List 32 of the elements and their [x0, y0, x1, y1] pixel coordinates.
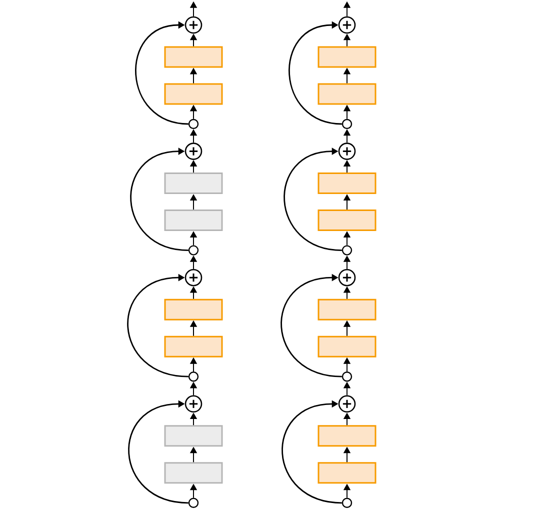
layer-box [164, 46, 223, 68]
layer-box [164, 462, 223, 484]
layer-box [318, 425, 376, 447]
curved-arrow [284, 148, 342, 251]
curved-arrow [280, 274, 342, 378]
open-circle [188, 245, 199, 256]
layer-box [318, 462, 376, 484]
layer-box [164, 83, 223, 105]
open-circle [188, 498, 199, 508]
open-circle [342, 498, 352, 508]
curved-arrow [127, 274, 188, 378]
layer-box [318, 336, 376, 358]
layer-box [318, 46, 376, 68]
layer-box [318, 298, 376, 320]
curved-arrow [135, 21, 188, 125]
curved-arrow [128, 400, 188, 504]
layer-box [164, 298, 223, 320]
layer-box [318, 210, 376, 232]
layer-box [164, 425, 223, 447]
layer-box [164, 336, 223, 358]
open-circle [342, 118, 352, 130]
open-circle [188, 118, 199, 130]
open-circle [342, 245, 352, 256]
curved-arrow [288, 21, 342, 125]
curved-arrow [130, 148, 188, 251]
layer-box [164, 210, 223, 232]
layer-box [318, 172, 376, 194]
open-circle [342, 372, 352, 382]
curved-arrow [282, 400, 342, 504]
layer-box [164, 172, 223, 194]
layer-box [318, 83, 376, 105]
open-circle [188, 372, 199, 382]
